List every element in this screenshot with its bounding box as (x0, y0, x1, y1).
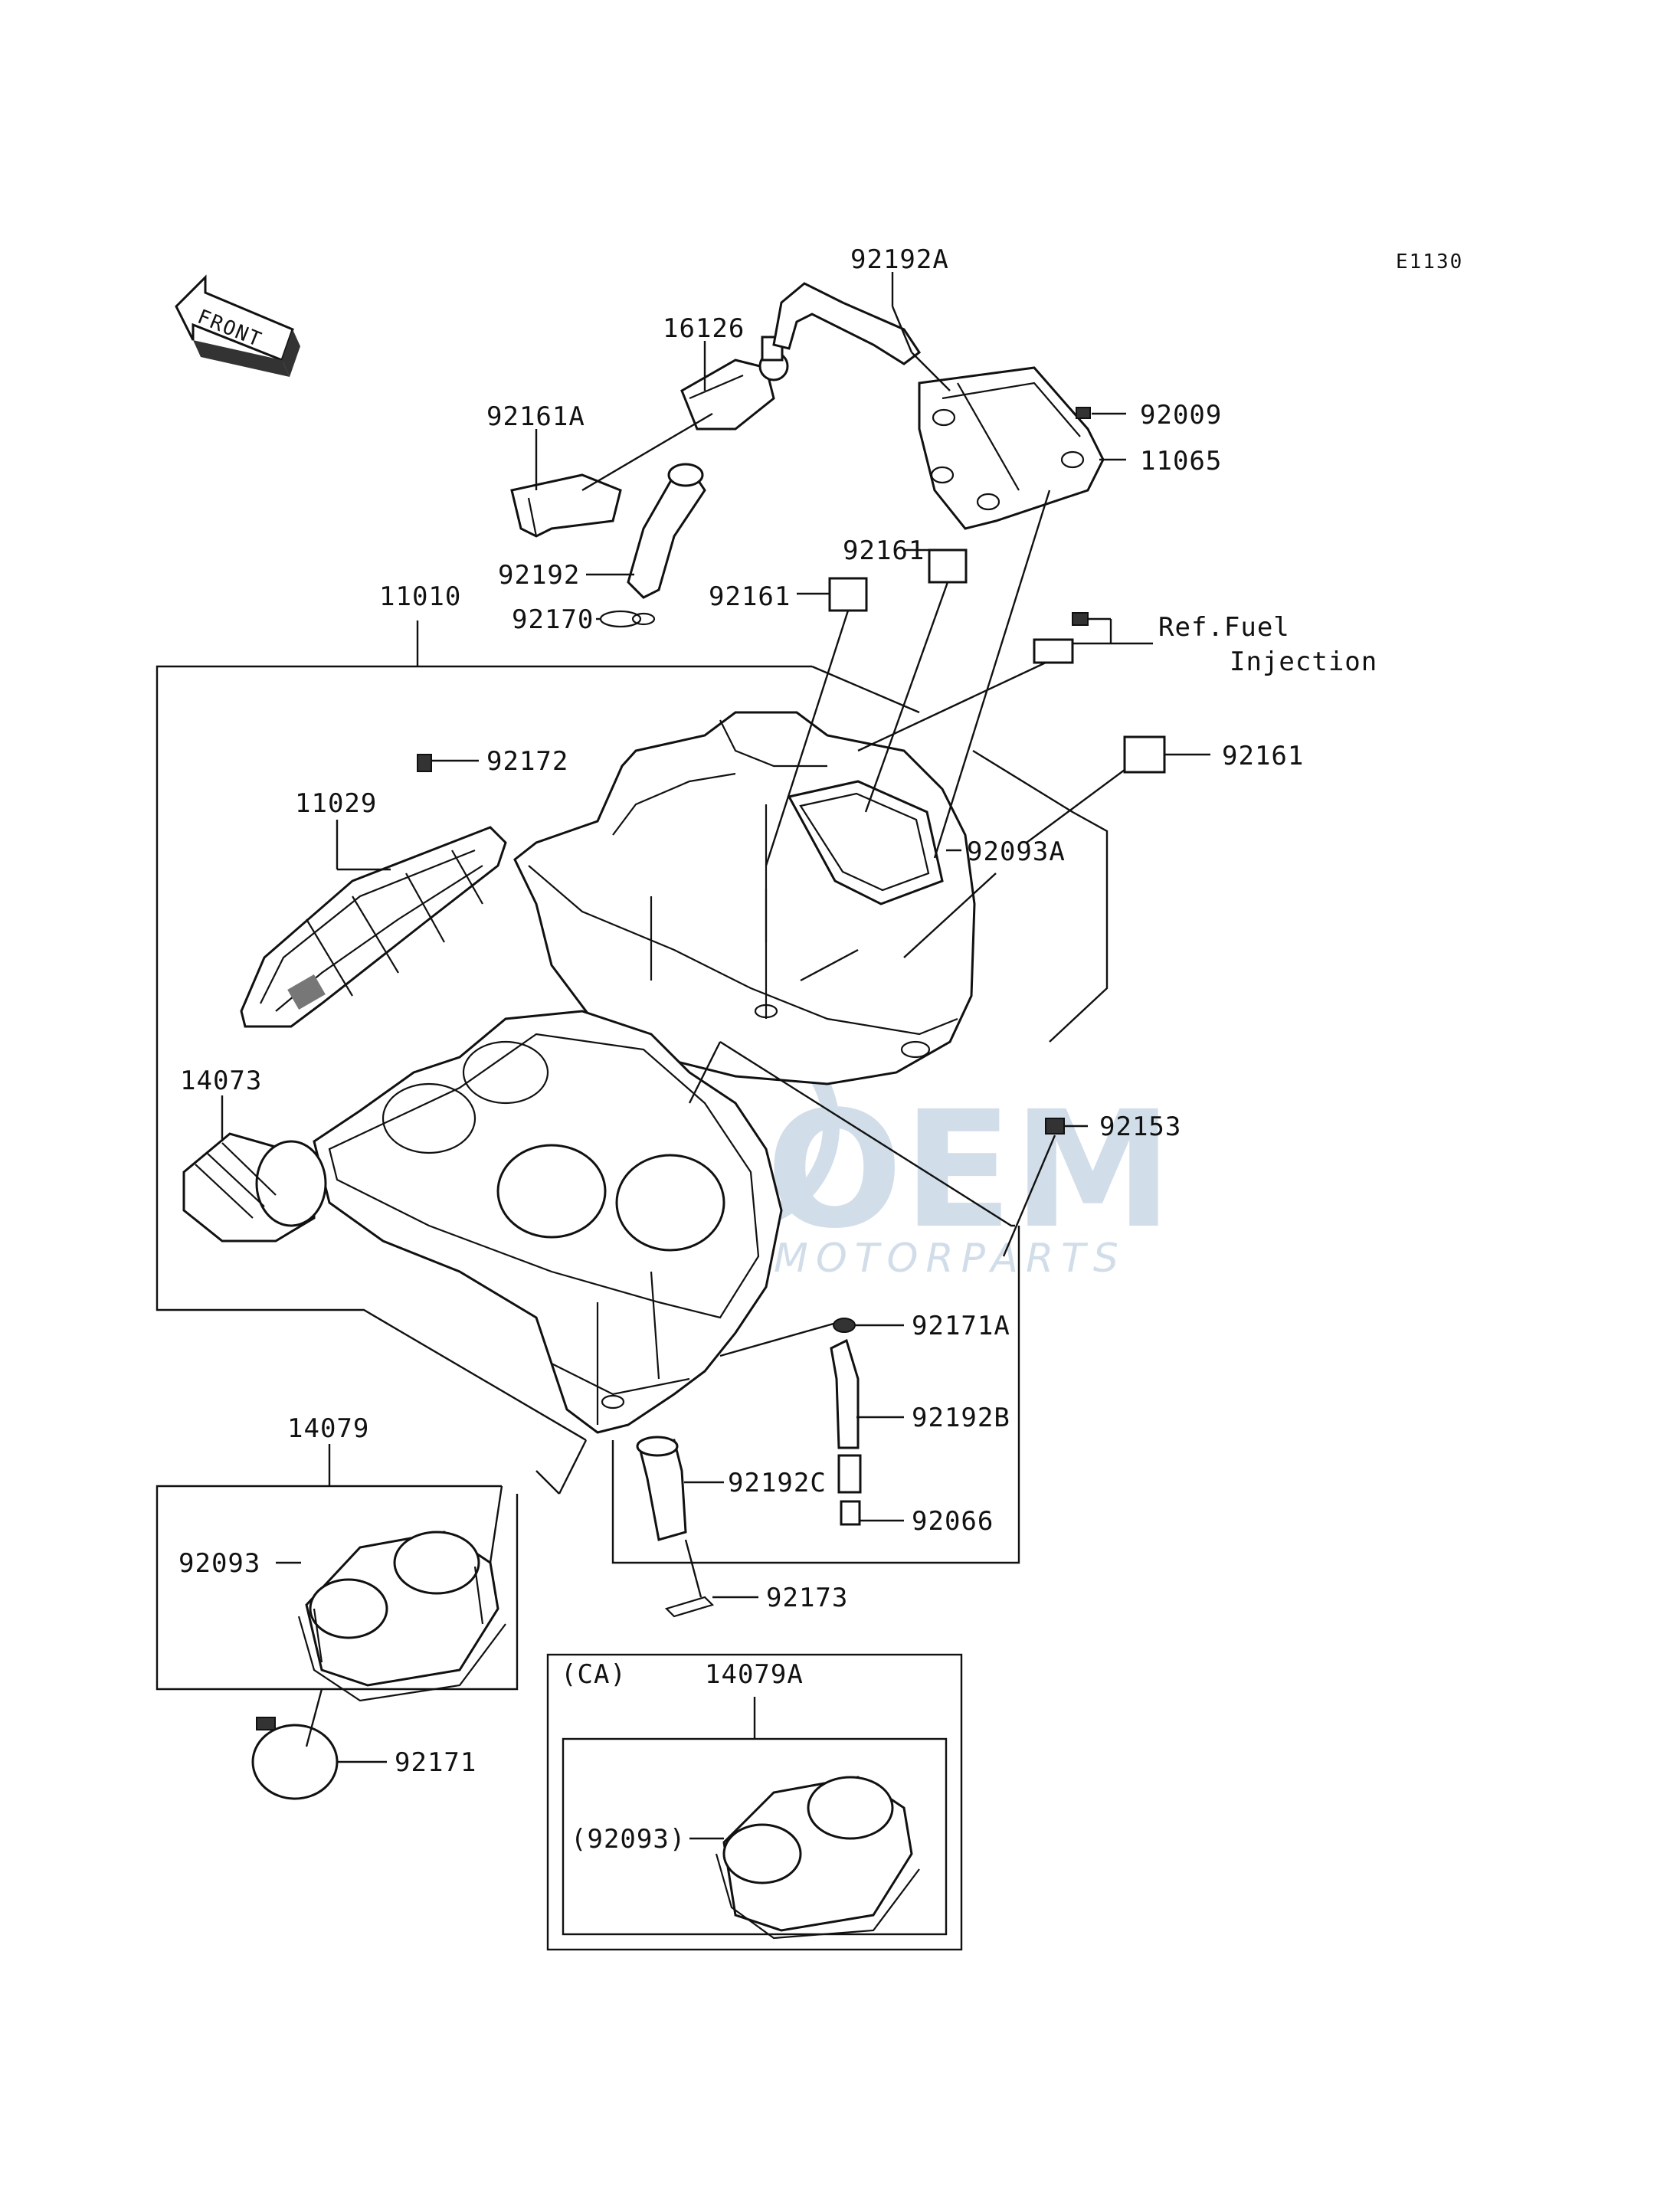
watermark-sub-text: MOTORPARTS (774, 1236, 1126, 1282)
air-intake-tube-14079 (297, 1531, 506, 1702)
label-92093-paren: (92093) (571, 1824, 686, 1855)
part-labels: 92192A 16126 92161A 92009 11065 92161 92… (178, 244, 1377, 1855)
rubber-block-92161-c (1123, 735, 1166, 774)
cover-plate (918, 366, 1105, 530)
leader-lines (156, 272, 1210, 1951)
label-92192C: 92192C (728, 1468, 827, 1498)
label-92153: 92153 (1099, 1112, 1181, 1142)
screw-92172 (417, 754, 432, 772)
rubber-damper-92161A (510, 473, 622, 538)
label-92170: 92170 (512, 604, 594, 635)
label-92172: 92172 (486, 746, 568, 777)
plug-92153 (1045, 1118, 1065, 1135)
fitting-92066 (840, 1500, 861, 1526)
label-14073: 14073 (180, 1066, 262, 1096)
breather-hose-92192A (772, 282, 922, 365)
label-92192B: 92192B (912, 1403, 1010, 1433)
label-92066: 92066 (912, 1506, 994, 1537)
intake-air-temp-sensor (680, 336, 789, 431)
drain-hose-piece (837, 1454, 862, 1494)
label-11029: 11029 (295, 788, 377, 819)
label-92161-upper: 92161 (843, 535, 925, 566)
label-92171A: 92171A (912, 1311, 1010, 1341)
drain-plug-92192C (636, 1436, 687, 1541)
label-92161-right: 92161 (1222, 741, 1304, 771)
rubber-block-92161-a (828, 577, 868, 612)
label-92009: 92009 (1140, 400, 1222, 431)
watermark: OEM MOTORPARTS (631, 1022, 1173, 1282)
clip-92173 (664, 1596, 715, 1618)
breather-hose-92192 (627, 463, 706, 599)
label-92171: 92171 (395, 1747, 476, 1778)
air-filter-element (240, 826, 507, 1028)
label-variant-ca: (CA) (561, 1659, 627, 1690)
label-92192: 92192 (498, 560, 580, 591)
label-92161-left: 92161 (709, 581, 791, 612)
label-14079A: 14079A (705, 1659, 804, 1690)
label-92173: 92173 (766, 1583, 848, 1613)
label-11065: 11065 (1140, 446, 1222, 476)
screw-92009 (1076, 407, 1091, 419)
label-14079: 14079 (287, 1413, 369, 1444)
reference-code: E1130 (1396, 250, 1463, 273)
front-direction-arrow-icon: FRONT (175, 274, 300, 377)
clamp-92171 (251, 1717, 339, 1800)
label-92192A: 92192A (850, 244, 949, 275)
ref-note-line1: Ref.Fuel (1158, 612, 1290, 643)
ref-note-line2: Injection (1230, 647, 1377, 677)
label-92093A: 92093A (967, 837, 1066, 867)
label-92093: 92093 (178, 1548, 260, 1579)
clamp-92171A (833, 1318, 856, 1333)
drain-hose-92192B (830, 1338, 860, 1449)
intake-duct (182, 1132, 327, 1243)
clamp-92170 (599, 610, 656, 628)
fuel-injection-ref-part (1033, 612, 1089, 664)
air-cleaner-lower-base (313, 1010, 783, 1434)
label-11010: 11010 (379, 581, 461, 612)
watermark-main-text: OEM (766, 1076, 1173, 1264)
label-92161A: 92161A (486, 401, 585, 432)
rubber-block-92161-b (928, 548, 968, 584)
air-intake-tube-14079A (715, 1776, 920, 1940)
label-16126: 16126 (663, 313, 745, 344)
air-cleaner-upper-housing (513, 711, 976, 1085)
